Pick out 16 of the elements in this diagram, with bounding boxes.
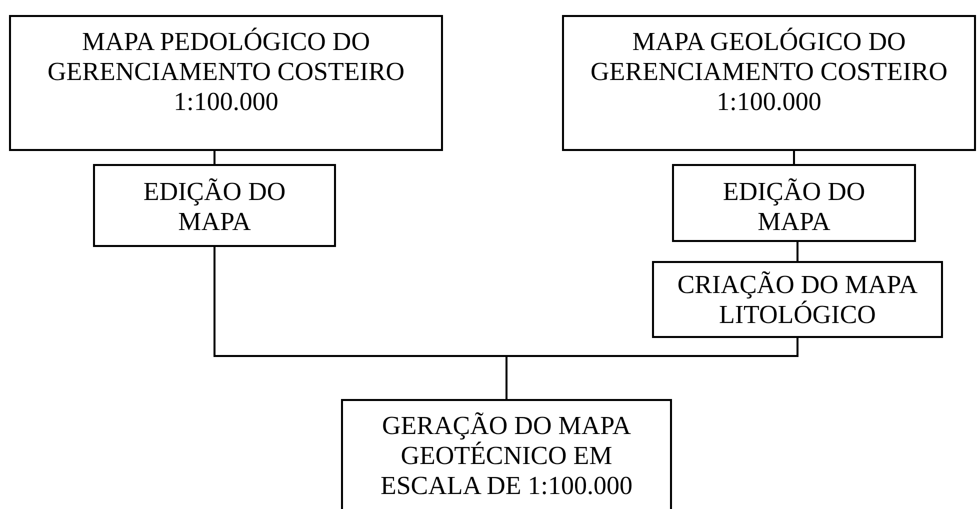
box-label: CRIAÇÃO DO MAPA LITOLÓGICO [676,270,919,330]
connector-line [214,151,216,164]
process-box [672,164,916,242]
box-label: MAPA GEOLÓGICO DO GERENCIAMENTO COSTEIRO 1:100.000 [589,27,949,117]
connector-line [793,151,795,164]
box-label: EDIÇÃO DO MAPA [142,177,287,237]
process-box [341,399,672,509]
box-label: EDIÇÃO DO MAPA [722,177,866,237]
process-box [93,164,336,247]
process-box [9,15,443,151]
box-label: GERAÇÃO DO MAPA GEOTÉCNICO EM ESCALA DE 1:100.000 [379,411,634,501]
connector-line [796,242,798,261]
process-box [652,261,943,338]
process-box [562,15,976,151]
box-label: MAPA PEDOLÓGICO DO GERENCIAMENTO COSTEIRO 1:100.000 [46,27,406,117]
connector-line [506,338,798,399]
